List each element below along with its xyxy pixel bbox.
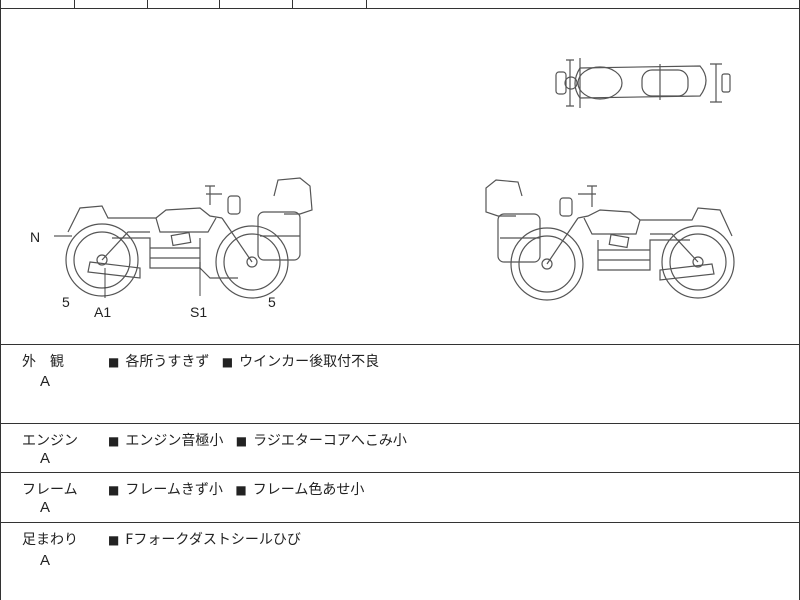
header-cell: [292, 0, 367, 8]
header-cell: [74, 0, 148, 8]
bullet-icon: ■: [108, 533, 120, 547]
header-table-strip: [0, 0, 800, 9]
diagram-label-n: N: [30, 229, 41, 245]
bullet-icon: ■: [108, 434, 120, 448]
bullet-icon: ■: [235, 434, 248, 448]
grade-value: A: [40, 373, 51, 390]
diagram-label-s1: S1: [190, 304, 208, 320]
note-item: ウインカー後取付不良: [239, 354, 380, 370]
damage-diagram: N 5 A1 S1 5: [0, 8, 800, 345]
note-item: フレームきず小: [125, 482, 223, 498]
grade-value: A: [40, 552, 51, 569]
diagram-label-rear-wheel: 5: [62, 294, 70, 310]
inspection-row-exterior: 外 観 A ■ 各所うすきず ■ ウインカー後取付不良: [0, 345, 800, 424]
notes-list: ■ Fフォークダストシールひび: [108, 529, 309, 549]
category-label: エンジン: [22, 433, 78, 449]
category-label: 足まわり: [22, 532, 78, 548]
inspection-row-suspension: 足まわり A ■ Fフォークダストシールひび: [0, 523, 800, 600]
notes-list: ■ 各所うすきず ■ ウインカー後取付不良: [108, 351, 387, 371]
category-label: フレーム: [22, 482, 78, 498]
note-item: Fフォークダストシールひび: [125, 532, 301, 548]
inspection-row-engine: エンジン A ■ エンジン音極小 ■ ラジエターコアへこみ小: [0, 424, 800, 473]
bullet-icon: ■: [108, 483, 120, 497]
diagram-label-front-wheel: 5: [268, 294, 276, 310]
notes-list: ■ フレームきず小 ■ フレーム色あせ小: [108, 479, 372, 499]
note-item: ラジエターコアへこみ小: [253, 433, 407, 449]
grade-value: A: [40, 499, 51, 516]
note-item: フレーム色あせ小: [252, 482, 365, 498]
inspection-row-frame: フレーム A ■ フレームきず小 ■ フレーム色あせ小: [0, 473, 800, 523]
header-cell: [147, 0, 220, 8]
motorcycle-top-view: [555, 58, 731, 108]
category-label: 外 観: [22, 354, 64, 370]
header-cell: [219, 0, 293, 8]
note-item: エンジン音極小: [125, 433, 224, 449]
bullet-icon: ■: [235, 483, 247, 497]
motorcycle-right-side-view: [485, 179, 735, 301]
header-cell: [0, 0, 75, 8]
diagram-label-a1: A1: [94, 304, 112, 320]
bullet-icon: ■: [108, 355, 120, 369]
notes-list: ■ エンジン音極小 ■ ラジエターコアへこみ小: [108, 430, 415, 450]
motorcycle-left-side-view: [54, 177, 313, 299]
note-item: 各所うすきず: [125, 354, 210, 370]
bullet-icon: ■: [221, 355, 234, 369]
grade-value: A: [40, 450, 51, 467]
